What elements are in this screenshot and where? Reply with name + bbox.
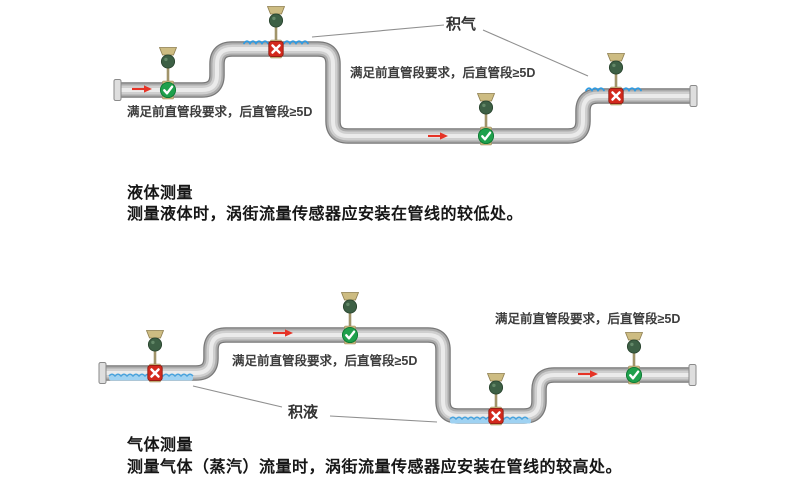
vortex-sensor-correct — [476, 92, 496, 146]
annotation-leader-lines — [192, 385, 438, 423]
vortex-sensor-wrong — [486, 372, 506, 426]
vortex-sensor-correct — [340, 291, 360, 345]
gas-accumulation-waves-icon — [243, 40, 642, 93]
liquid-pocket-label: 积液 — [288, 404, 319, 421]
gas-section-description: 测量气体（蒸汽）流量时，涡街流量传感器应安装在管线的较高处。 — [127, 459, 623, 476]
note-straight-run-right: 满足前直管段要求，后直管段≥5D — [495, 312, 681, 326]
pipe-flange — [688, 364, 697, 386]
incorrect-marker-icon — [267, 40, 285, 58]
vortex-sensor-wrong — [266, 5, 286, 59]
correct-marker-icon — [625, 366, 643, 384]
note-straight-run-middle: 满足前直管段要求，后直管段≥5D — [232, 354, 418, 368]
correct-marker-icon — [159, 81, 177, 99]
vortex-sensor-icon — [145, 329, 165, 370]
incorrect-marker-icon — [146, 364, 164, 382]
pipe-flange — [689, 85, 698, 107]
gas-section-title: 气体测量 — [127, 437, 194, 454]
vortex-sensor-icon — [266, 5, 286, 46]
vortex-sensor-icon — [158, 46, 178, 87]
annotation-leader-lines — [311, 24, 589, 77]
gas-pocket-label: 积气 — [446, 16, 477, 33]
correct-marker-icon — [477, 127, 495, 145]
gas-measurement-diagram — [98, 291, 697, 426]
pipe-flange — [113, 79, 122, 101]
liquid-section-title: 液体测量 — [127, 185, 194, 202]
vortex-sensor-icon — [340, 291, 360, 332]
vortex-sensor-icon — [624, 331, 644, 372]
vortex-sensor-correct — [624, 331, 644, 385]
vortex-sensor-icon — [606, 52, 626, 93]
pipe-run — [119, 49, 693, 136]
vortex-sensor-correct — [158, 46, 178, 100]
liquid-measurement-diagram — [113, 5, 698, 146]
pipe-flange — [98, 362, 107, 384]
incorrect-marker-icon — [607, 87, 625, 105]
liquid-section-description: 测量液体时，涡街流量传感器应安装在管线的较低处。 — [127, 206, 524, 223]
vortex-sensor-wrong — [606, 52, 626, 106]
note-straight-run-left: 满足前直管段要求，后直管段≥5D — [127, 105, 313, 119]
vortex-sensor-wrong — [145, 329, 165, 383]
note-straight-run-middle: 满足前直管段要求，后直管段≥5D — [350, 66, 536, 80]
vortex-sensor-icon — [486, 372, 506, 413]
correct-marker-icon — [341, 326, 359, 344]
vortex-sensor-icon — [476, 92, 496, 133]
incorrect-marker-icon — [487, 407, 505, 425]
